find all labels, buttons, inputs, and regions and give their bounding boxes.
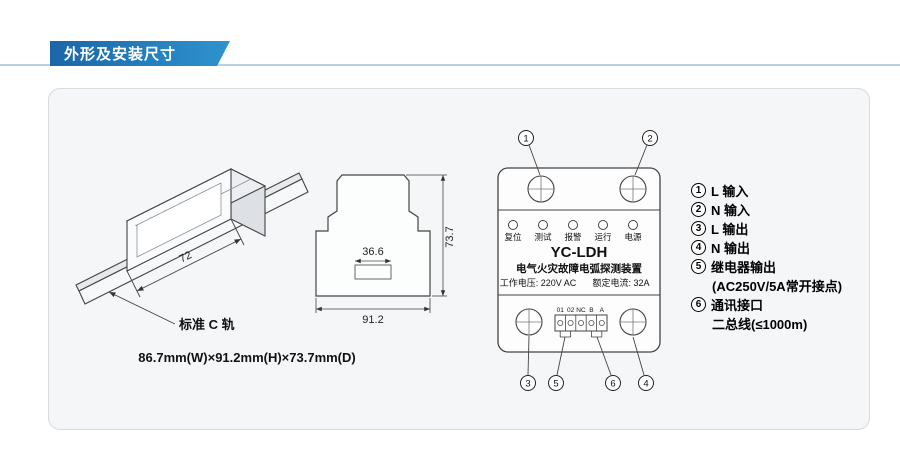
dim-length-label: 72 [178, 249, 194, 265]
spec-current: 额定电流: 32A [592, 277, 649, 288]
legend-label: N 输出 [711, 241, 751, 256]
svg-text:电源: 电源 [624, 232, 642, 242]
svg-text:5: 5 [553, 379, 558, 390]
svg-text:运行: 运行 [594, 232, 612, 242]
led-test [538, 220, 548, 230]
svg-text:6: 6 [610, 379, 615, 390]
dim-slot-label: 36.6 [362, 246, 383, 258]
rail-label: 标准 C 轨 [178, 317, 235, 332]
technical-diagram: 72 标准 C 轨 86.7mm(W)×91.2mm(H)×73.7mm(D) … [75, 130, 661, 391]
svg-text:测试: 测试 [534, 232, 552, 242]
legend-item-l-input: 1 L 输入 [691, 181, 867, 200]
svg-text:NC: NC [576, 307, 586, 314]
callout-number: 5 [691, 259, 706, 274]
dim-height-label: 91.2 [362, 314, 383, 326]
dim-depth-label: 73.7 [444, 226, 456, 247]
section-title-banner: 外形及安装尺寸 [50, 41, 230, 66]
side-view: 36.6 91.2 73.7 [315, 174, 456, 326]
legend-label: 二总线(≤1000m) [712, 317, 808, 332]
led-indicators: 复位 测试 报警 运行 电源 [504, 220, 642, 242]
legend-label: (AC250V/5A常开接点) [712, 279, 843, 294]
terminal-top-right [619, 175, 647, 203]
legend-item-relay-detail: (AC250V/5A常开接点) [691, 276, 867, 295]
legend-label: 继电器输出 [711, 260, 777, 275]
callout-5: 5 [548, 331, 571, 391]
rail-leader-line [108, 291, 176, 325]
led-run [598, 220, 608, 230]
led-reset [508, 220, 518, 230]
svg-text:4: 4 [643, 379, 648, 390]
callout-3: 3 [520, 335, 536, 391]
svg-text:A: A [600, 307, 605, 314]
legend-item-comm-detail: 二总线(≤1000m) [691, 314, 867, 333]
model-label: YC-LDH [551, 244, 608, 261]
front-view: 1 2 复位 测试 报警 运行 电 [497, 130, 661, 391]
svg-text:报警: 报警 [564, 232, 582, 242]
content-panel: 72 标准 C 轨 86.7mm(W)×91.2mm(H)×73.7mm(D) … [48, 88, 870, 430]
legend-label: N 输入 [711, 203, 751, 218]
svg-text:复位: 复位 [504, 232, 522, 242]
callout-number: 2 [691, 202, 706, 217]
svg-text:02: 02 [567, 307, 575, 314]
callout-number: 4 [691, 240, 706, 255]
led-alarm [568, 220, 578, 230]
dim-height-91-2 [315, 298, 431, 313]
device-name-label: 电气火灾故障电弧探测装置 [516, 262, 642, 275]
spec-voltage: 工作电压: 220V AC [500, 277, 577, 288]
legend-item-n-output: 4 N 输出 [691, 238, 867, 257]
dim-depth-73-7 [406, 174, 447, 297]
callout-number: 3 [691, 221, 706, 236]
terminal-bottom-left [515, 308, 543, 336]
svg-text:2: 2 [647, 134, 652, 145]
device-face-outline [497, 167, 661, 353]
callout-2: 2 [634, 130, 658, 176]
callout-1: 1 [518, 130, 541, 176]
device-body [125, 168, 267, 272]
legend: 1 L 输入 2 N 输入 3 L 输出 4 N 输出 5 继电器输出 (AC2… [691, 181, 867, 333]
isometric-view: 72 标准 C 轨 86.7mm(W)×91.2mm(H)×73.7mm(D) [75, 168, 356, 365]
terminal-block: 01 02 NC B A [554, 307, 608, 332]
dim-length-72 [126, 218, 245, 298]
svg-text:1: 1 [523, 134, 528, 145]
section-title: 外形及安装尺寸 [64, 46, 177, 63]
legend-label: L 输出 [711, 222, 749, 237]
legend-label: L 输入 [711, 184, 749, 199]
callout-number: 6 [691, 297, 706, 312]
svg-text:B: B [589, 307, 593, 314]
legend-item-relay-output: 5 继电器输出 [691, 257, 867, 276]
legend-label: 通讯接口 [711, 298, 764, 313]
terminal-bottom-right [619, 308, 647, 336]
legend-item-comm-port: 6 通讯接口 [691, 295, 867, 314]
side-profile-outline [315, 174, 431, 297]
device-front-panel [136, 182, 222, 258]
overall-dimensions-label: 86.7mm(W)×91.2mm(H)×73.7mm(D) [138, 350, 355, 365]
led-power [628, 220, 638, 230]
rail-slot [354, 264, 392, 280]
callout-6: 6 [591, 331, 621, 391]
terminal-top-left [527, 175, 555, 203]
callout-number: 1 [691, 183, 706, 198]
svg-text:01: 01 [557, 307, 565, 314]
callout-4: 4 [632, 336, 654, 391]
legend-item-l-output: 3 L 输出 [691, 219, 867, 238]
svg-text:3: 3 [525, 379, 530, 390]
header-rule [0, 64, 900, 66]
legend-item-n-input: 2 N 输入 [691, 200, 867, 219]
